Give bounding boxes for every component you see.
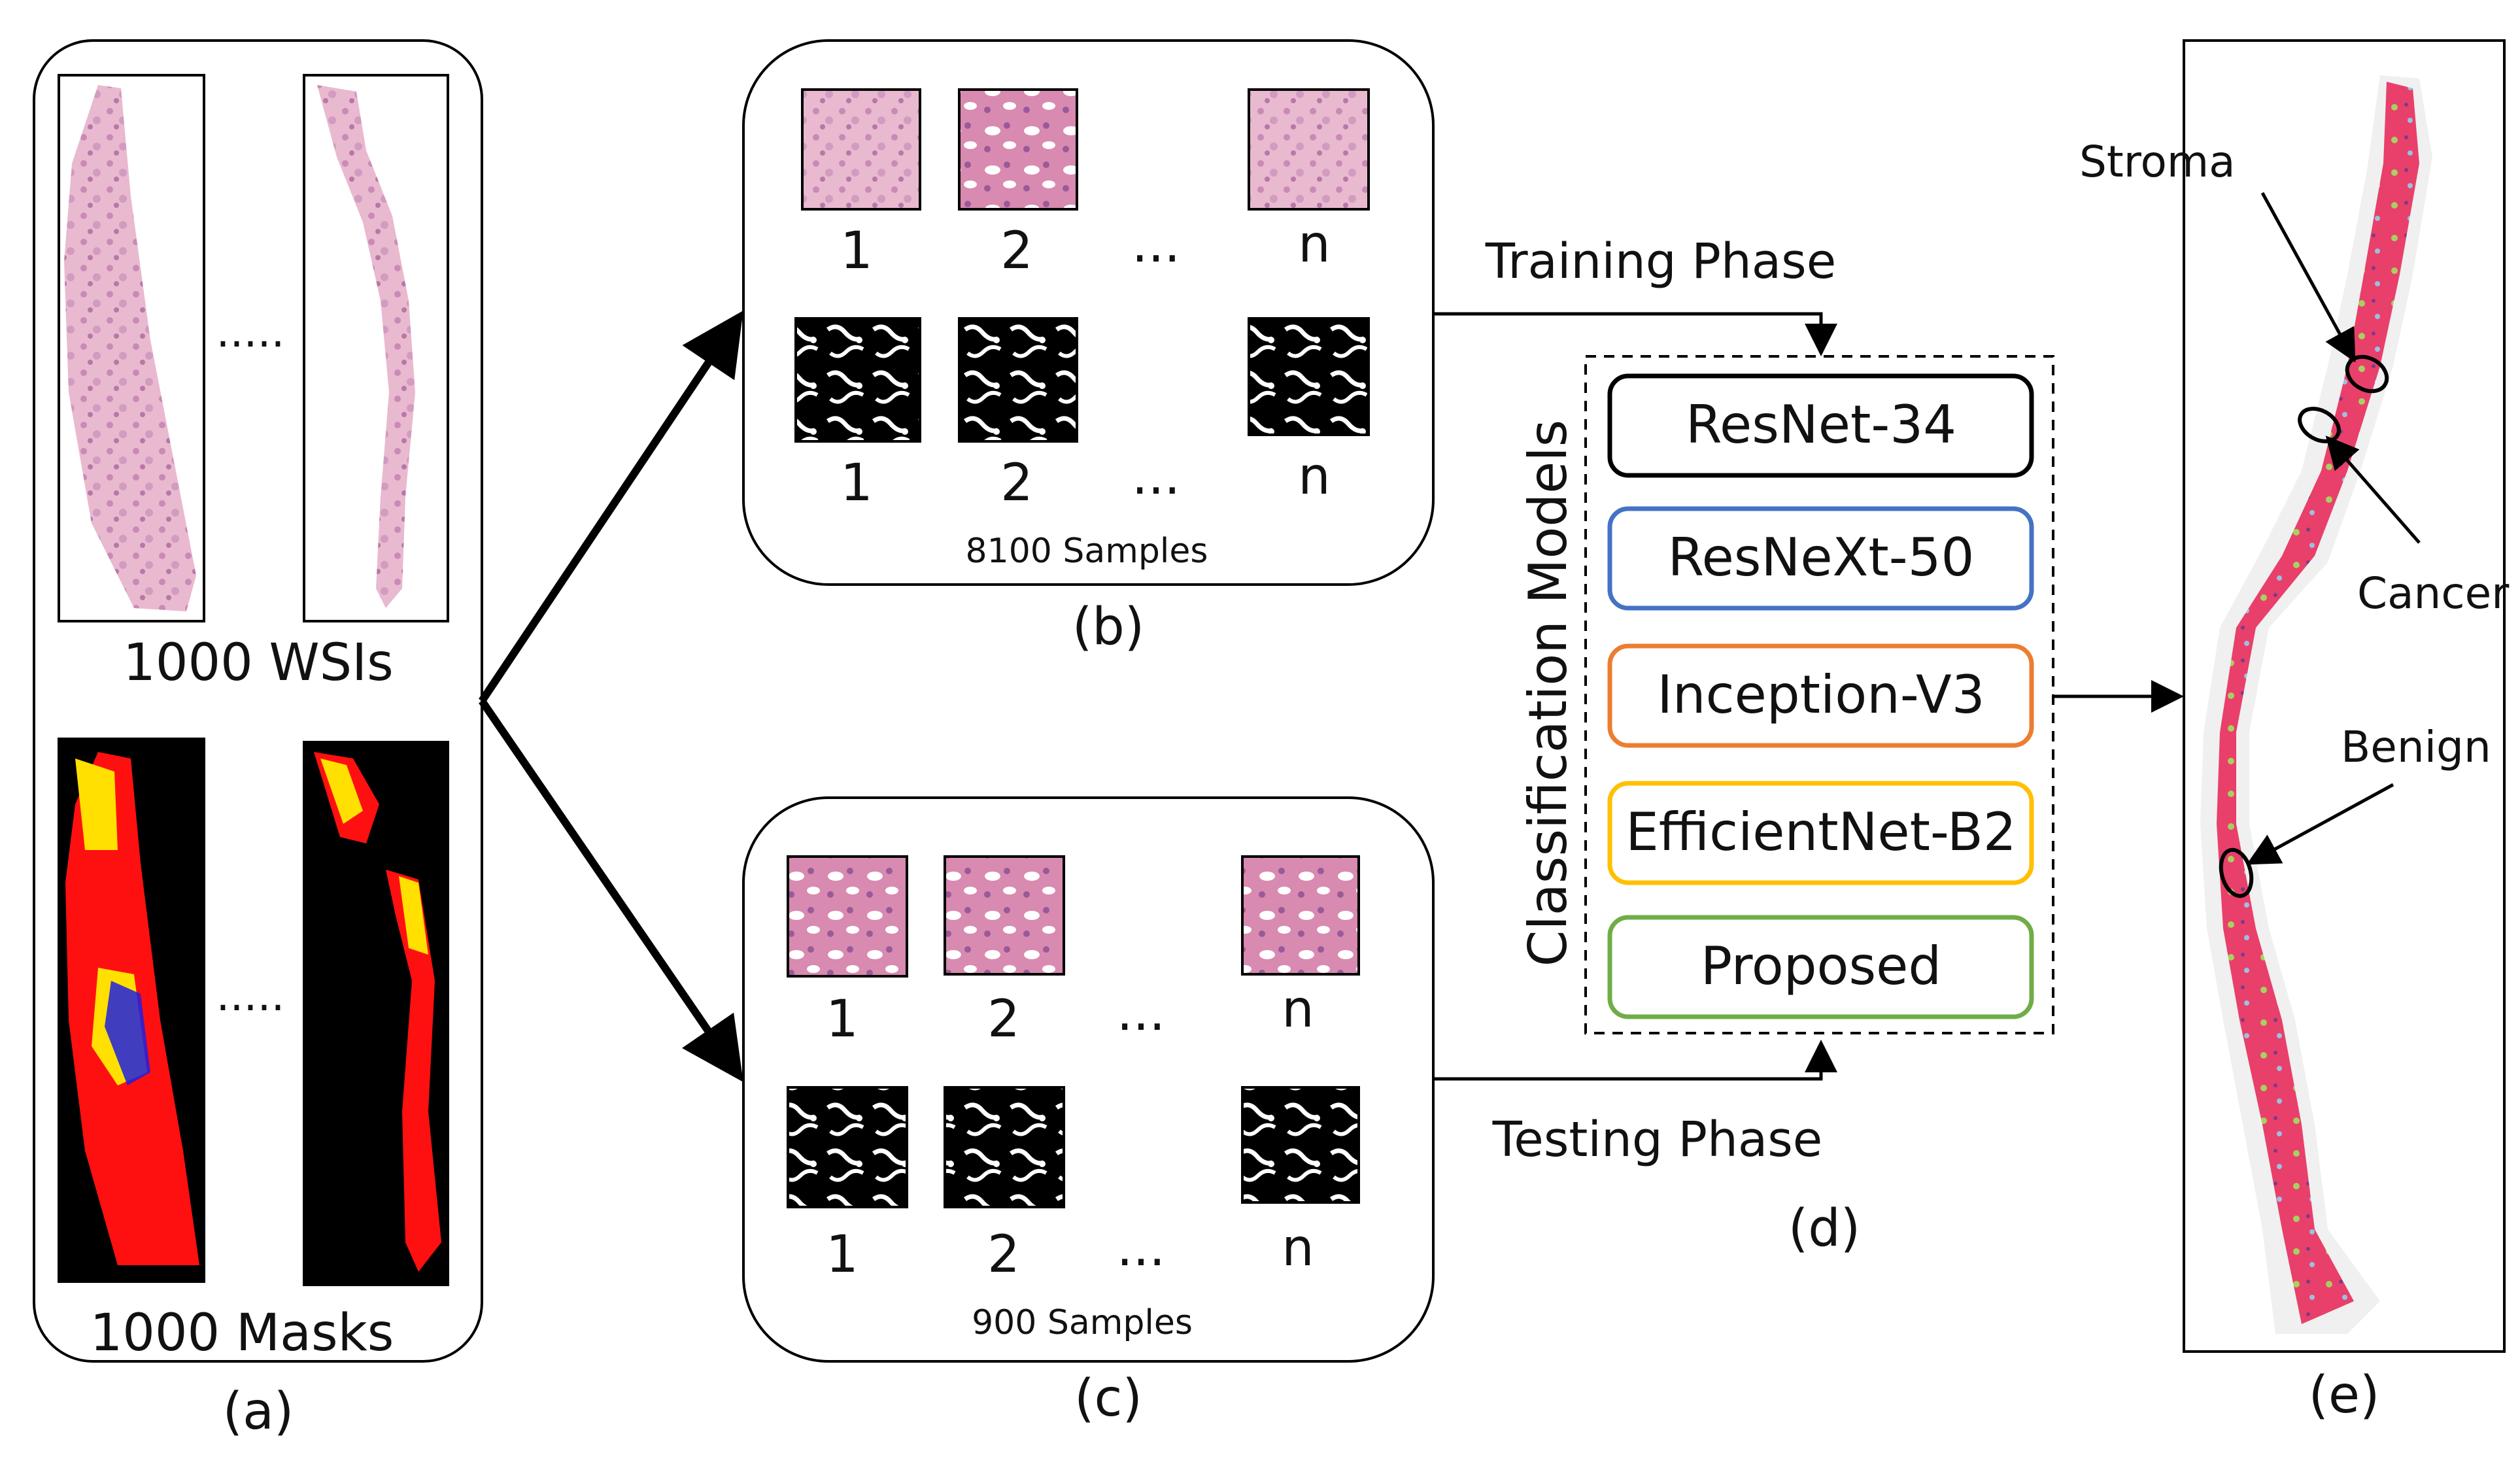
panel-d-caption: (d): [1788, 1199, 1860, 1258]
stroma-pointer: [2260, 192, 2356, 363]
test-mask-label-2: 2: [987, 1225, 1020, 1284]
train-patch-1: [801, 88, 921, 211]
mask-count-label: 1000 Masks: [90, 1304, 394, 1363]
test-patch-2: [944, 855, 1065, 976]
model-efficientnetb2: EfficientNet-B2: [1607, 781, 2034, 885]
panel-d: Classification Models ResNet-34 ResNeXt-…: [1518, 355, 2054, 1258]
wsi-tissue-1: [64, 85, 196, 611]
panel-a: ..... 1000 WSIs ..... 1000 Masks (a): [33, 39, 483, 1441]
test-patch-label-n: n: [1282, 980, 1314, 1039]
mask-region-yellow-3: [320, 758, 363, 824]
train-patch-label-ellipsis: ...: [1132, 215, 1180, 274]
train-samples-label: 8100 Samples: [966, 532, 1208, 571]
training-phase-label: Training Phase: [1485, 233, 1836, 290]
train-mask-label-2: 2: [1000, 454, 1033, 513]
train-mask-2: [958, 317, 1078, 443]
model-box-efficientnetb2: [1607, 781, 2034, 885]
model-box-inceptionv3: [1607, 643, 2034, 748]
train-mask-label-1: 1: [840, 454, 873, 513]
train-patch-n: [1248, 88, 1370, 211]
testing-phase-label: Testing Phase: [1492, 1112, 1823, 1168]
train-mask-label-ellipsis: ...: [1132, 447, 1180, 506]
test-patch-label-1: 1: [826, 990, 859, 1049]
wsi-tissue-2: [317, 85, 415, 608]
model-resnext50: ResNeXt-50: [1607, 506, 2034, 611]
model-label-proposed: Proposed: [1701, 936, 1941, 996]
train-mask-label-n: n: [1298, 447, 1330, 506]
cancer-marker: [2298, 407, 2341, 443]
model-box-proposed: [1607, 915, 2034, 1019]
model-resnet34: ResNet-34: [1607, 373, 2034, 478]
phase-connectors: Training Phase Testing Phase: [1433, 233, 1837, 1168]
train-patch-label-n: n: [1298, 215, 1330, 274]
train-patch-label-1: 1: [840, 222, 873, 281]
test-mask-label-n: n: [1282, 1219, 1314, 1278]
model-label-efficientnetb2: EfficientNet-B2: [1626, 802, 2017, 862]
classification-models-label: Classification Models: [1518, 420, 1578, 967]
ellipsis-bottom: .....: [216, 970, 285, 1021]
stroma-marker: [2345, 354, 2389, 394]
model-label-resnext50: ResNeXt-50: [1668, 527, 1975, 588]
wsi-count-label: 1000 WSIs: [123, 634, 394, 692]
benign-pointer: [2246, 783, 2394, 865]
model-inceptionv3: Inception-V3: [1607, 643, 2034, 748]
test-mask-label-ellipsis: ...: [1117, 1219, 1165, 1278]
testing-phase-arrow: [1433, 1040, 1837, 1081]
train-mask-n: [1248, 317, 1370, 436]
model-proposed: Proposed: [1607, 915, 2034, 1019]
test-mask-1: [787, 1086, 908, 1208]
test-samples-label: 900 Samples: [972, 1303, 1193, 1342]
test-patch-label-2: 2: [987, 990, 1020, 1049]
test-patch-1: [787, 855, 908, 978]
train-mask-1: [794, 317, 921, 443]
wsi-thumbnail-2: [303, 74, 449, 622]
test-mask-2: [944, 1086, 1065, 1208]
mask-region-blue-1: [105, 981, 150, 1085]
panel-c-caption: (c): [1074, 1369, 1142, 1428]
cancer-label: Cancer: [2357, 568, 2510, 619]
training-phase-arrow: [1433, 312, 1837, 356]
panel-a-caption: (a): [223, 1382, 294, 1441]
model-label-resnet34: ResNet-34: [1686, 394, 1956, 455]
arrow-to-training-set: [479, 311, 743, 704]
test-mask-n: [1241, 1086, 1360, 1204]
panel-b: 1 2 ... n 1 2 ... n 8100 Samples (b): [742, 39, 1435, 656]
split-arrows: [479, 311, 743, 1082]
benign-marker: [2219, 847, 2254, 898]
mask-region-yellow-1: [75, 758, 118, 850]
model-box-resnet34: [1607, 373, 2034, 478]
arrow-to-testing-set: [479, 698, 743, 1082]
stroma-label: Stroma: [2079, 137, 2236, 187]
test-patch-label-ellipsis: ...: [1117, 983, 1165, 1042]
benign-label: Benign: [2341, 722, 2491, 772]
panel-b-caption: (b): [1072, 598, 1144, 656]
train-patch-label-2: 2: [1000, 222, 1033, 281]
ellipsis-top: .....: [216, 307, 285, 357]
cancer-pointer: [2325, 435, 2421, 544]
model-box-resnext50: [1607, 506, 2034, 611]
mask-region-red-3: [386, 870, 441, 1272]
train-patch-2: [958, 88, 1078, 211]
model-label-inceptionv3: Inception-V3: [1657, 664, 1984, 725]
panel-e-caption: (e): [2309, 1366, 2380, 1425]
panel-c: 1 2 ... n 1 2 ... n 900 Samples (c): [742, 796, 1435, 1428]
test-mask-label-1: 1: [826, 1225, 859, 1284]
mask-region-yellow-4: [399, 876, 428, 955]
panel-e: Stroma Cancer Benign (e): [2079, 39, 2510, 1425]
test-patch-n: [1241, 855, 1360, 976]
